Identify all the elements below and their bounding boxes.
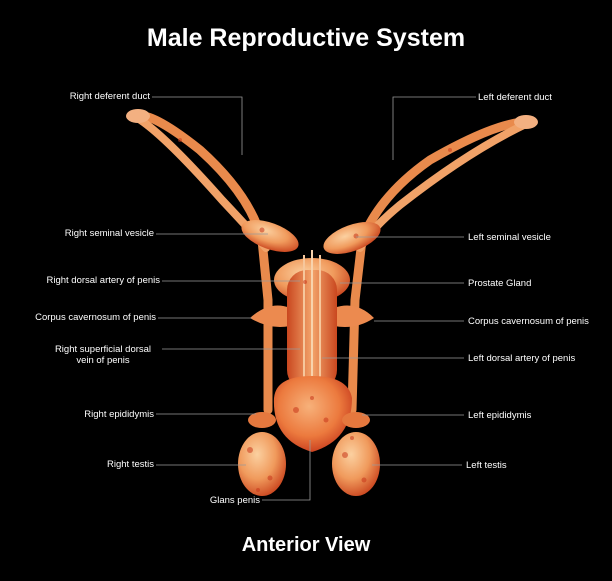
- label-right-superficial-dorsal-vein: Right superficial dorsal vein of penis: [46, 344, 160, 366]
- right-epididymis-shape: [248, 412, 276, 428]
- label-left-dorsal-artery: Left dorsal artery of penis: [468, 353, 576, 364]
- label-corpus-cavernosum-right-side: Corpus cavernosum of penis: [35, 312, 156, 323]
- label-right-superficial-dorsal-vein-line2: vein of penis: [76, 355, 130, 366]
- left-deferent-duct-shape: [347, 115, 538, 415]
- left-testis-shape: [332, 432, 380, 496]
- diagram-title: Male Reproductive System: [146, 24, 466, 52]
- label-right-epididymis: Right epididymis: [84, 409, 154, 420]
- label-left-epididymis: Left epididymis: [468, 410, 532, 421]
- label-right-dorsal-artery: Right dorsal artery of penis: [46, 275, 160, 286]
- label-prostate-gland: Prostate Gland: [468, 278, 532, 289]
- label-glans-penis: Glans penis: [209, 495, 260, 506]
- view-caption: Anterior View: [241, 534, 371, 556]
- label-left-testis: Left testis: [466, 460, 507, 471]
- right-seminal-vesicle-shape: [241, 220, 299, 252]
- leader-lines: [152, 96, 476, 501]
- label-right-seminal-vesicle: Right seminal vesicle: [64, 228, 154, 239]
- label-left-seminal-vesicle: Left seminal vesicle: [468, 232, 551, 243]
- label-corpus-cavernosum-left-side: Corpus cavernosum of penis: [468, 316, 589, 327]
- glans-penis-shape: [273, 376, 352, 452]
- label-right-testis: Right testis: [107, 459, 154, 470]
- right-testis-shape: [238, 432, 286, 496]
- label-right-deferent-duct: Right deferent duct: [69, 91, 150, 102]
- label-left-deferent-duct: Left deferent duct: [478, 92, 552, 103]
- left-epididymis-shape: [342, 412, 370, 428]
- label-right-superficial-dorsal-vein-line1: Right superficial dorsal: [54, 344, 152, 355]
- left-seminal-vesicle-shape: [323, 222, 381, 254]
